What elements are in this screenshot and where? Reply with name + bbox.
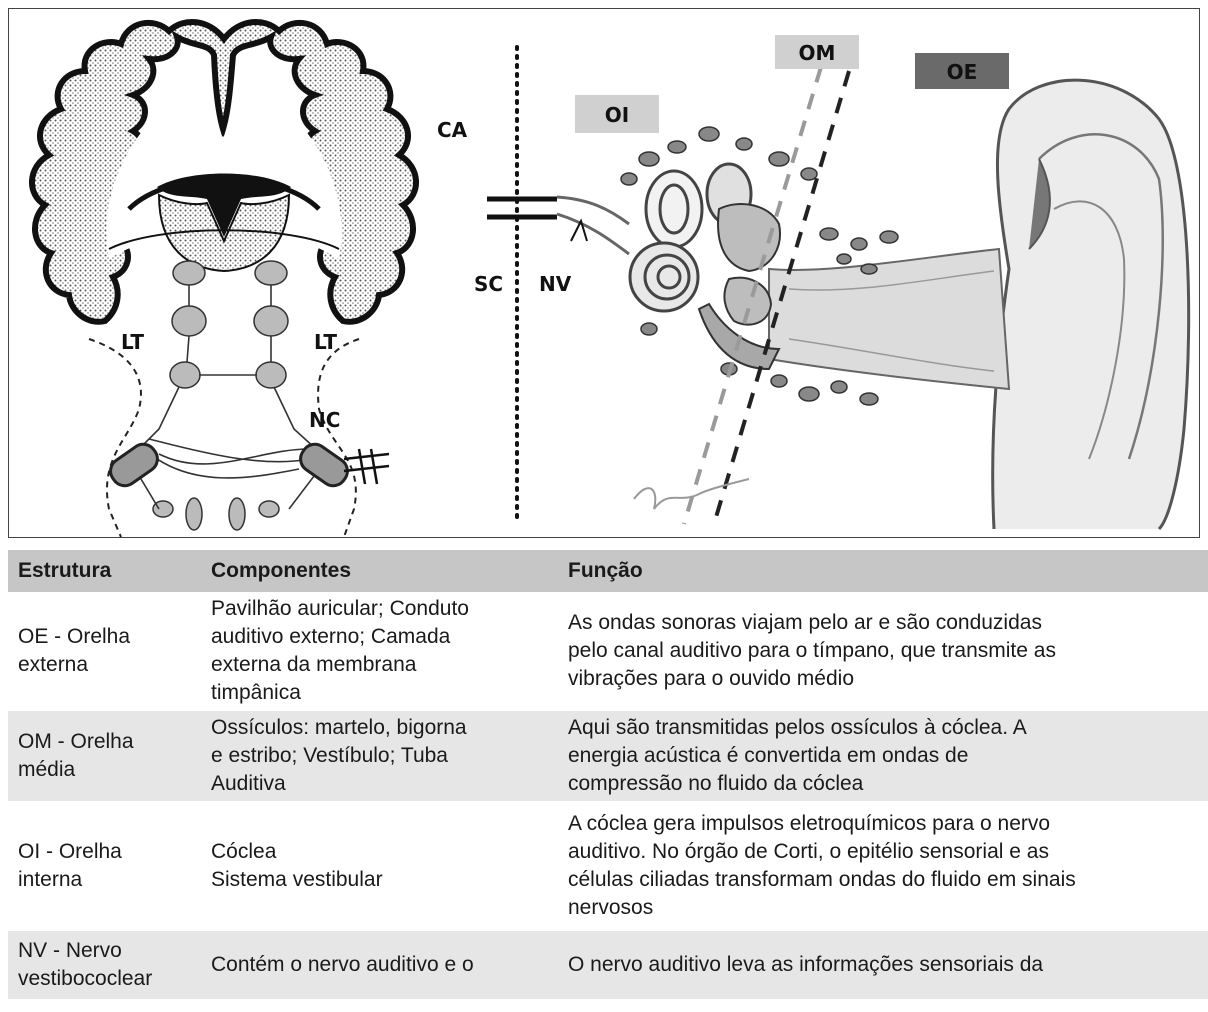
label-nc: NC <box>309 408 340 432</box>
label-sc: SC <box>474 272 503 296</box>
brainstem-outline <box>89 339 141 537</box>
label-lt-left: LT <box>121 330 144 354</box>
label-ca: CA <box>437 118 468 142</box>
anatomy-figure: CA LT LT NC <box>8 8 1200 538</box>
cell-estrutura: OM - Orelha média <box>8 710 201 802</box>
cell-estrutura: OI - Orelha interna <box>8 802 201 930</box>
cell-componentes: Contém o nervo auditivo e o <box>201 930 558 1000</box>
table-header-row: Estrutura Componentes Função <box>8 549 1208 593</box>
region-box-oi: OI <box>575 95 659 133</box>
ear-illustration: OI OM OE SC NV <box>474 35 1189 529</box>
region-box-oe: OE <box>915 53 1009 89</box>
cell-funcao: Aqui são transmitidas pelos ossículos à … <box>558 710 1208 802</box>
region-box-om: OM <box>775 35 859 69</box>
table-row: OE - Orelha externa Pavilhão auricular; … <box>8 593 1208 710</box>
cell-funcao: A cóclea gera impulsos eletroquímicos pa… <box>558 802 1208 930</box>
label-lt-right: LT <box>314 330 337 354</box>
label-om: OM <box>799 41 836 65</box>
header-estrutura: Estrutura <box>8 549 201 593</box>
header-funcao: Função <box>558 549 1208 593</box>
structure-table: Estrutura Componentes Função OE - Orelha… <box>8 548 1208 1001</box>
table-row: NV - Nervo vestibococlear Contém o nervo… <box>8 930 1208 1000</box>
cell-estrutura: NV - Nervo vestibococlear <box>8 930 201 1000</box>
cell-componentes: Pavilhão auricular; Conduto auditivo ext… <box>201 593 558 710</box>
auditory-pathway-nuclei <box>153 261 288 530</box>
table-row: OM - Orelha média Ossículos: martelo, bi… <box>8 710 1208 802</box>
label-oe: OE <box>947 60 978 84</box>
cell-estrutura: OE - Orelha externa <box>8 593 201 710</box>
table-row: OI - Orelha interna Cóclea Sistema vesti… <box>8 802 1208 930</box>
header-componentes: Componentes <box>201 549 558 593</box>
auditory-pathway-fibers <box>129 285 327 509</box>
anatomy-illustration: CA LT LT NC <box>9 9 1199 537</box>
cochlea <box>630 243 698 311</box>
cell-funcao: O nervo auditivo leva as informações sen… <box>558 930 1208 1000</box>
cell-componentes: Cóclea Sistema vestibular <box>201 802 558 930</box>
cell-componentes: Ossículos: martelo, bigorna e estribo; V… <box>201 710 558 802</box>
label-oi: OI <box>605 103 629 127</box>
cell-funcao: As ondas sonoras viajam pelo ar e são co… <box>558 593 1208 710</box>
brain-coronal-section: CA LT LT NC <box>32 22 468 537</box>
label-nv: NV <box>539 272 572 296</box>
nerve-section <box>487 199 557 217</box>
